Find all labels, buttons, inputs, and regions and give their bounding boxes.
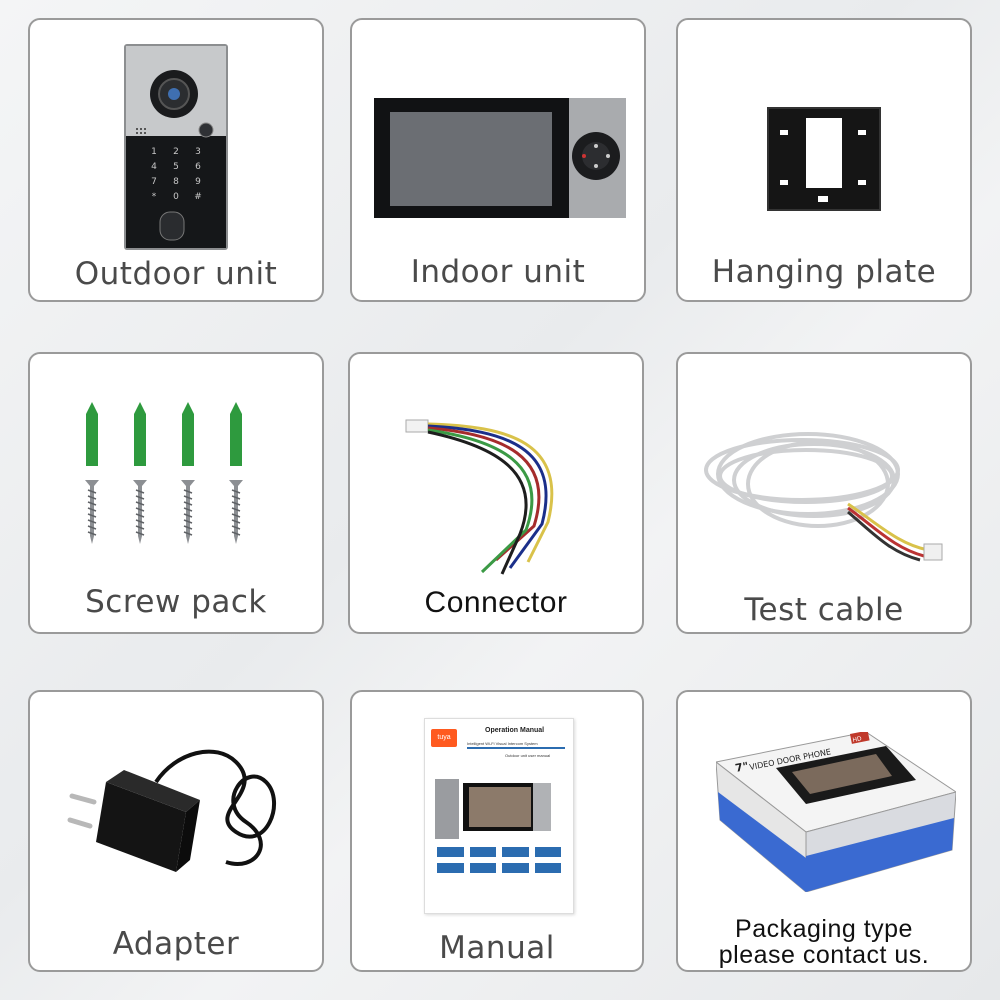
screw-thread [135, 507, 145, 512]
screw-thread [87, 519, 97, 524]
tuya-logo: tuya [431, 729, 457, 747]
keypad-key: 7 [151, 177, 157, 187]
screw-thread [183, 495, 193, 500]
screw-thread [87, 489, 97, 494]
label-connector: Connector [424, 586, 568, 619]
screw-thread [135, 531, 145, 536]
screw-thread [231, 501, 241, 506]
manual-subtitle2: Outdoor unit user manual [505, 753, 551, 758]
keypad-key: 6 [195, 162, 201, 172]
card-hanging-plate: Hanging plate [676, 18, 972, 302]
keypad-key: 4 [151, 162, 157, 172]
label-test-cable: Test cable [744, 592, 904, 628]
label-indoor-unit: Indoor unit [410, 254, 586, 290]
screw-thread [231, 525, 241, 530]
screw-thread [135, 489, 145, 494]
keypad-key: 0 [173, 192, 179, 202]
screw-thread [231, 519, 241, 524]
card-indoor-unit: Indoor unit [350, 18, 646, 302]
screw-thread [87, 525, 97, 530]
screw-thread [183, 513, 193, 518]
screw-thread [87, 495, 97, 500]
screw-thread [87, 513, 97, 518]
keypad-key: * [152, 192, 157, 202]
card-manual: tuya Operation Manual Intelligent Wi-Fi … [350, 690, 644, 972]
card-adapter: Adapter [28, 690, 324, 972]
keypad-key: 5 [173, 162, 179, 172]
screw-thread [183, 507, 193, 512]
hanging-plate-image [767, 107, 881, 211]
manual-title: Operation Manual [485, 727, 545, 734]
screw-thread [231, 507, 241, 512]
label-hanging-plate: Hanging plate [711, 254, 937, 290]
card-outdoor-unit: 1 2 3 4 5 6 7 8 9 * 0 # Outdoor unit [28, 18, 324, 302]
keypad-key: # [194, 192, 202, 202]
card-packaging: 7" VIDEO DOOR PHONE HD Packaging type pl… [676, 690, 972, 972]
manual-image: tuya Operation Manual Intelligent Wi-Fi … [424, 718, 574, 914]
screw-thread [183, 519, 193, 524]
screw-pack-image [85, 402, 243, 544]
label-packaging-line2: please contact us. [718, 941, 930, 969]
screw-thread [231, 531, 241, 536]
packaging-box-image: 7" VIDEO DOOR PHONE HD [716, 732, 956, 892]
screw-thread [183, 531, 193, 536]
label-manual: Manual [439, 930, 555, 966]
screw [133, 480, 147, 544]
card-test-cable: Test cable [676, 352, 972, 634]
screw-thread [135, 525, 145, 530]
label-outdoor-unit: Outdoor unit [74, 256, 278, 292]
label-packaging-line1: Packaging type [735, 915, 913, 943]
screw-thread [135, 513, 145, 518]
wall-anchor [182, 402, 194, 466]
wall-anchor [134, 402, 146, 466]
screw-thread [87, 507, 97, 512]
screw-thread [231, 489, 241, 494]
screw [85, 480, 99, 544]
screw-thread [183, 501, 193, 506]
screw [229, 480, 243, 544]
screw-thread [135, 495, 145, 500]
keypad-key: 1 [151, 147, 157, 157]
screw [181, 480, 195, 544]
screw-thread [87, 531, 97, 536]
indoor-unit-image [374, 98, 626, 218]
screw-thread [87, 501, 97, 506]
screw-thread [183, 489, 193, 494]
screw-thread [135, 501, 145, 506]
screw-thread [183, 525, 193, 530]
connector-image [405, 419, 554, 575]
box-size-label: 7" [734, 760, 750, 775]
box-badge-label: HD [852, 735, 863, 744]
screw-thread [135, 519, 145, 524]
wall-anchor [86, 402, 98, 466]
manual-subtitle: Intelligent Wi-Fi Visual Intercom System [467, 741, 538, 746]
test-cable-image [704, 432, 943, 562]
card-screw-pack: Screw pack [28, 352, 324, 634]
keypad-key: 8 [173, 177, 179, 187]
keypad-key: 2 [173, 147, 179, 157]
label-adapter: Adapter [112, 926, 240, 962]
wall-anchors [85, 402, 243, 544]
keypad-key: 9 [195, 177, 201, 187]
keypad-key: 3 [195, 147, 201, 157]
screw-thread [231, 495, 241, 500]
keypad: 1 2 3 4 5 6 7 8 9 * 0 # [151, 147, 202, 202]
label-screw-pack: Screw pack [85, 584, 267, 620]
wall-anchor [230, 402, 242, 466]
outdoor-unit-image: 1 2 3 4 5 6 7 8 9 * 0 # [124, 44, 228, 250]
screw-thread [231, 513, 241, 518]
card-connector: Connector [348, 352, 644, 634]
adapter-image [67, 749, 277, 872]
